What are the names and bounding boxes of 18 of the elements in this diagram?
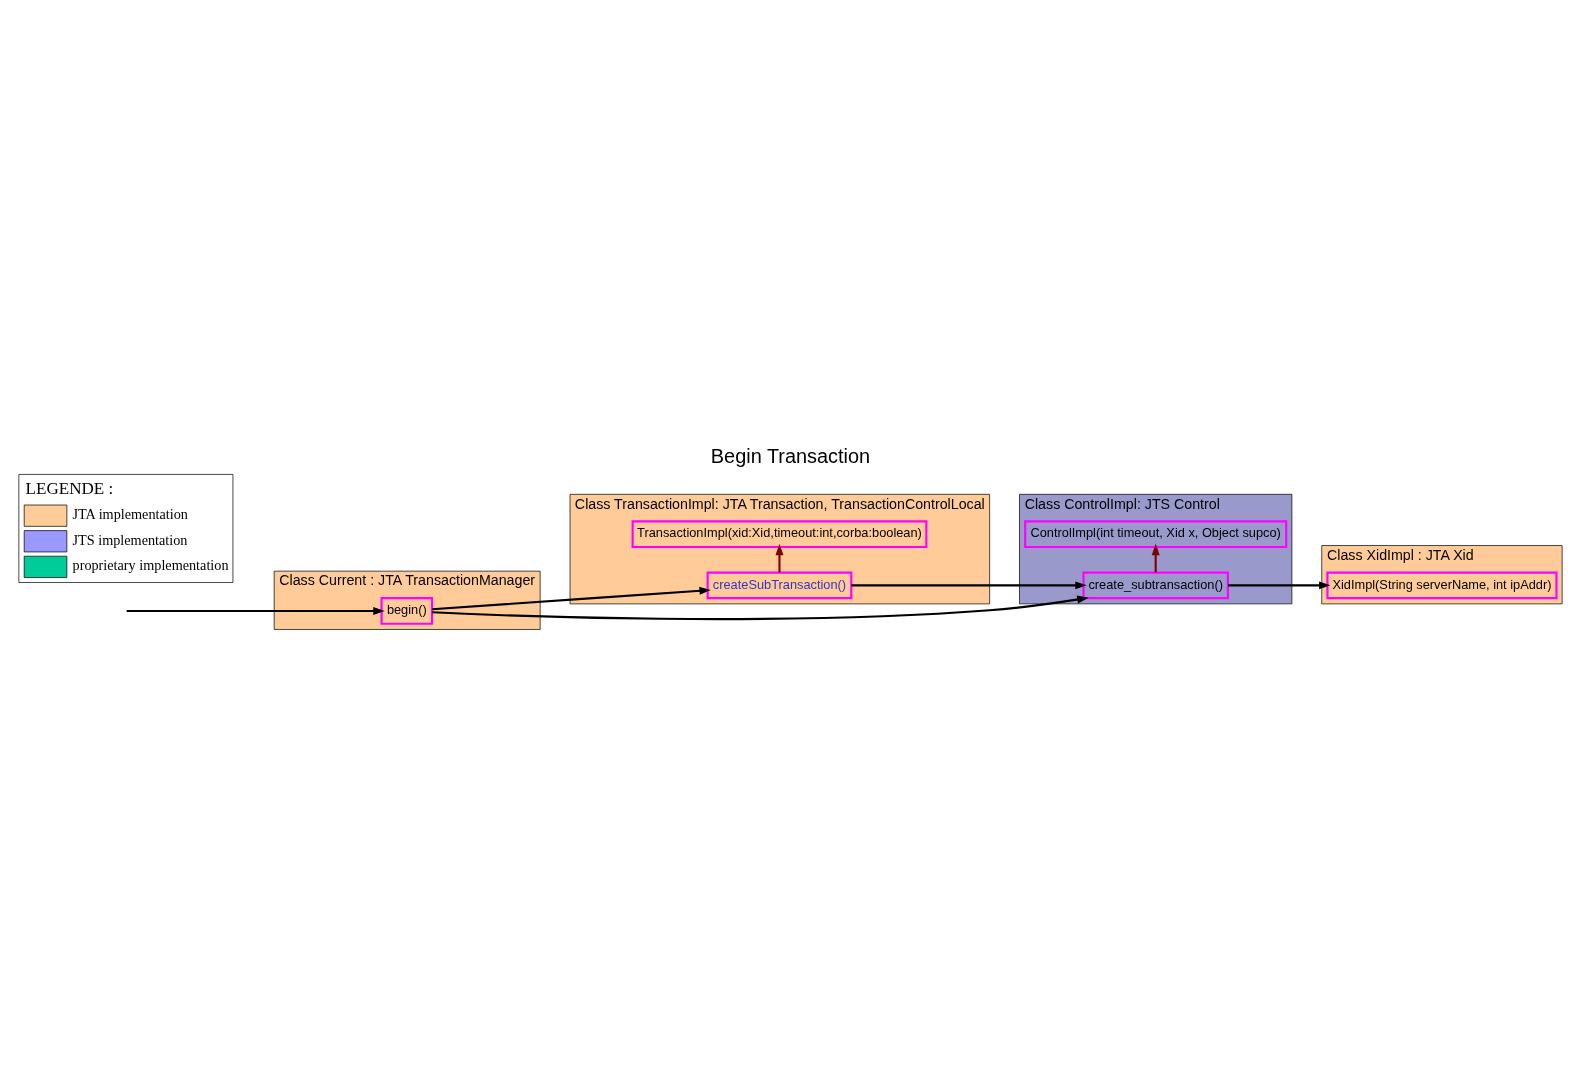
legend-label: JTA implementation <box>72 505 188 522</box>
node-box: begin() <box>380 596 434 625</box>
label: LEGENDE : <box>25 478 114 498</box>
node-box: XidImpl(String serverName, int ipAddr) <box>1326 571 1558 599</box>
legend-label: JTS implementation <box>72 531 188 548</box>
node-box: ControlImpl(int timeout, Xid x, Object supco) <box>1024 519 1288 548</box>
arrow <box>775 543 784 572</box>
arrow <box>126 606 385 615</box>
arrow <box>432 586 711 610</box>
node-box: createSubTransaction() <box>706 571 853 599</box>
node-box: create_subtransaction() <box>1082 571 1229 599</box>
diagram-title: Begin Transaction <box>710 444 871 467</box>
arrow <box>851 580 1087 589</box>
node-box: TransactionImpl(xid:Xid,timeout:int,corba:boolean) <box>631 519 928 548</box>
arrow <box>1151 543 1160 572</box>
arrow <box>1227 580 1331 589</box>
legend-label: proprietary implementation <box>72 556 229 573</box>
arrow <box>432 595 1089 620</box>
